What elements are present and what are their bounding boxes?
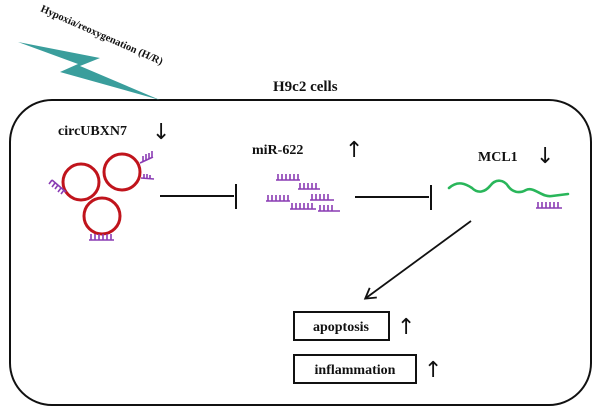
mirna-direction-arrow: ↑ xyxy=(345,138,363,163)
mrna-direction-arrow: ↓ xyxy=(536,144,554,169)
circ-label: circUBXN7 xyxy=(58,124,127,139)
mrna-strand-icon xyxy=(447,179,570,209)
inhibition-line-mir-to-mcl1 xyxy=(355,185,432,210)
mirna-label: miR-622 xyxy=(252,143,303,158)
stimulus-label: Hypoxia/reoxygenation (H/R) xyxy=(39,4,165,68)
cell-label: H9c2 cells xyxy=(273,79,338,95)
lightning-bolt-icon xyxy=(18,42,160,100)
inhibition-line-circ-to-mir xyxy=(160,184,237,209)
apoptosis-label: apoptosis xyxy=(313,320,370,335)
arrow-mcl1-to-outcomes xyxy=(363,220,472,300)
circrna-cluster-icon xyxy=(48,151,155,241)
mirna-duplex-icon xyxy=(266,174,340,212)
circ-direction-arrow: ↓ xyxy=(152,120,170,145)
inflammation-box xyxy=(293,354,417,384)
inflammation-direction-arrow: ↑ xyxy=(424,358,442,383)
inflammation-label: inflammation xyxy=(315,363,396,378)
mrna-label: MCL1 xyxy=(478,150,518,165)
cell-membrane xyxy=(9,99,592,406)
apoptosis-direction-arrow: ↑ xyxy=(397,315,415,340)
apoptosis-box xyxy=(293,311,390,341)
